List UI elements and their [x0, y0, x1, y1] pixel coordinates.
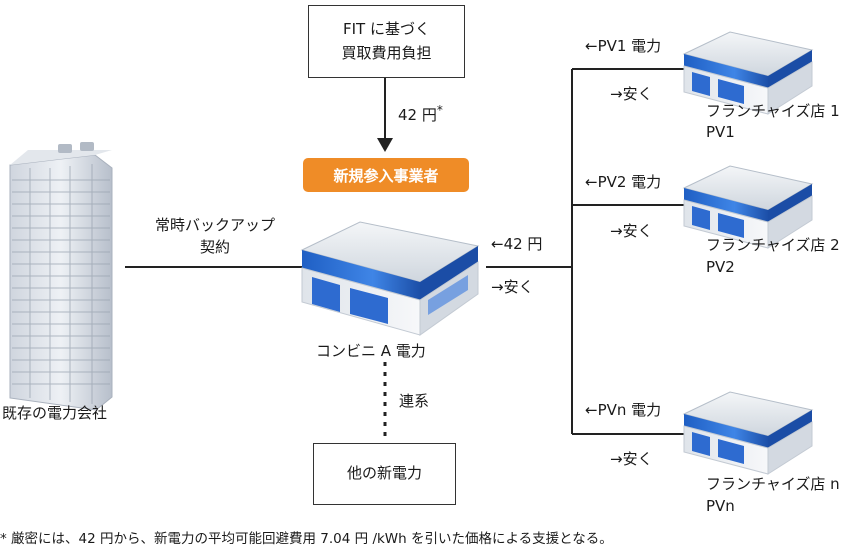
branch-1-store-label: フランチャイズ店 1: [706, 102, 840, 120]
franchise-store-icon-n: [682, 391, 814, 475]
interconnection-label: 連系: [399, 392, 430, 410]
fit-price-value: 42 円: [398, 106, 437, 124]
center-incoming-label: ←42 円: [491, 235, 543, 253]
other-provider-label: 他の新電力: [346, 464, 422, 483]
office-tower-icon: [9, 142, 113, 411]
new-entrant-badge: 新規参入事業者: [303, 158, 469, 192]
convenience-store-label: コンビニ A 電力: [316, 342, 426, 360]
franchise-store-icon-2: [682, 165, 814, 249]
branch-n-store-label: フランチャイズ店 n: [706, 475, 840, 493]
branch-1-outgoing: →安く: [610, 85, 653, 103]
fit-burden-line1: FIT に基づく: [343, 20, 430, 39]
branch-1-pv-label: PV1: [706, 123, 735, 141]
branch-2-store-label: フランチャイズ店 2: [706, 236, 840, 254]
branch-2-pv-label: PV2: [706, 258, 735, 276]
existing-company-label: 既存の電力会社: [2, 404, 108, 422]
backup-contract-line1: 常時バックアップ: [154, 216, 275, 234]
branch-1-incoming: ←PV1 電力: [585, 37, 662, 55]
branch-n-outgoing: →安く: [610, 450, 653, 468]
backup-contract-label: 常時バックアップ 契約: [140, 215, 290, 259]
branch-2-incoming: ←PV2 電力: [585, 173, 662, 191]
fit-price-footnote-mark: *: [436, 103, 443, 117]
fit-arrow: [377, 78, 393, 152]
fit-burden-line2: 買取費用負担: [341, 43, 432, 62]
backup-contract-line2: 契約: [199, 237, 230, 256]
fit-price-label: 42 円*: [398, 103, 443, 124]
branch-2-outgoing: →安く: [610, 222, 653, 240]
convenience-store-icon: [300, 221, 480, 336]
center-outgoing-label: →安く: [491, 278, 534, 296]
branch-n-pv-label: PVn: [706, 497, 735, 515]
franchise-store-icon-1: [682, 31, 814, 115]
footnote: * 厳密には、42 円から、新電力の平均可能回避費用 7.04 円 /kWh を…: [0, 531, 613, 547]
other-provider-box: 他の新電力: [313, 443, 456, 505]
branch-n-incoming: ←PVn 電力: [585, 401, 662, 419]
fit-burden-box: FIT に基づく 買取費用負担: [308, 5, 465, 78]
